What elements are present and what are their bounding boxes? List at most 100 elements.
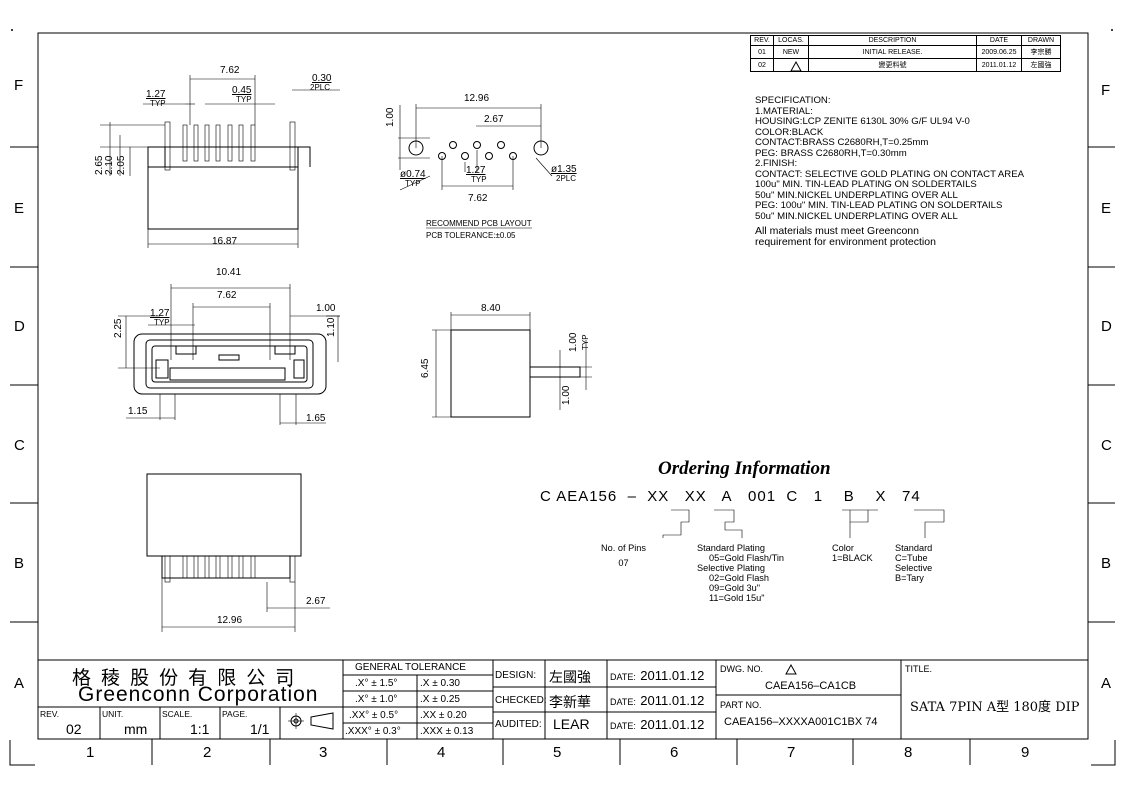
unit-label: UNIT. (102, 709, 124, 719)
standard-line: B=Tary (895, 573, 924, 583)
dim-label: 1.15 (128, 406, 148, 417)
scale-label: SCALE. (162, 709, 193, 719)
zone-row-b-left: B (14, 555, 25, 572)
ordering-pins-value: 07 (618, 558, 629, 568)
design-value: 左國強 (549, 670, 591, 686)
tolerance-angle: .XXX° ± 0.3° (345, 726, 401, 737)
page-value: 1/1 (250, 721, 270, 737)
spec-line: 50u" MIN.NICKEL UNDERPLATING OVER ALL (755, 189, 958, 201)
company-name-cn: 格 稜 股 份 有 限 公 司 (72, 667, 297, 689)
rev-cell (773, 58, 809, 72)
ordering-connectors (662, 509, 945, 538)
rev-header-date: DATE (976, 35, 1022, 46)
rev-cell: 左國強 (1021, 58, 1061, 72)
zone-col-3: 3 (319, 744, 328, 761)
date-value: 2011.01.12 (640, 717, 705, 732)
color-line: 1=BLACK (832, 553, 873, 563)
dim-label: 1.65 (306, 413, 326, 424)
code-seg: XX (647, 488, 670, 505)
front-view (118, 284, 340, 425)
zone-col-9: 9 (1021, 744, 1030, 761)
unit-value: mm (124, 721, 148, 737)
specification-block: SPECIFICATION: 1.MATERIAL: HOUSING:LCP Z… (755, 95, 1024, 248)
date-label: DATE: (610, 721, 636, 731)
pcb-layout (398, 104, 553, 229)
code-seg: 1 (813, 488, 824, 505)
dim-label: 16.87 (212, 236, 238, 247)
zone-row-e-left: E (14, 200, 25, 217)
code-seg: XX (684, 488, 707, 505)
zone-col-4: 4 (437, 744, 446, 761)
audited-value: LEAR (553, 716, 590, 732)
zone-col-5: 5 (553, 744, 562, 761)
spec-line: 1.MATERIAL: (755, 105, 813, 117)
tolerance-linear: .X ± 0.25 (420, 694, 460, 705)
ordering-code: C AEA156 – XX XX A 001 C 1 B X 74 (540, 488, 921, 505)
dim-label: ø0.74 (400, 169, 426, 180)
tolerance-angle: .X° ± 1.0° (355, 694, 398, 705)
dim-label: 1.10 (326, 317, 337, 337)
tolerance-linear: .XX ± 0.20 (420, 710, 467, 721)
tolerance-angle: .XX° ± 0.5° (349, 710, 399, 721)
dim-label: TYP (581, 334, 590, 350)
code-seg: C (786, 488, 799, 505)
zone-col-2: 2 (203, 744, 212, 761)
color-line: Color (832, 543, 854, 553)
date-value: 2011.01.12 (640, 668, 705, 683)
zone-row-c-right: C (1101, 437, 1112, 454)
spec-line: SPECIFICATION: (755, 95, 831, 106)
zone-row-e-right: E (1101, 200, 1112, 217)
rev-header-drawn: DRAWN (1021, 35, 1061, 46)
ordering-plating: Standard Plating 05=Gold Flash/Tin Selec… (697, 543, 784, 603)
dim-label: 8.40 (481, 303, 501, 314)
part-number: CAEA156–XXXXA001C1BX 74 (724, 716, 878, 728)
checked-label: CHECKED: (495, 695, 547, 706)
zone-col-6: 6 (670, 744, 679, 761)
spec-note: All materials must meet Greenconn (755, 225, 919, 237)
standard-line: Selective (895, 563, 933, 573)
dim-label: 1.00 (385, 107, 396, 127)
ordering-standard: Standard C=Tube Selective B=Tary (895, 543, 932, 583)
rev-header-description: DESCRIPTION (808, 35, 977, 46)
dim-label: 2PLC (556, 174, 577, 183)
spec-line: 100u" MIN. TIN-LEAD PLATING ON SOLDERTAI… (755, 179, 977, 190)
rev-cell: 2011.01.12 (976, 58, 1022, 72)
design-label: DESIGN: (495, 670, 537, 681)
scale-value: 1:1 (190, 721, 210, 737)
zone-row-d-left: D (14, 318, 25, 335)
dim-label: 2.25 (113, 318, 124, 338)
plating-line: Standard Plating (697, 543, 765, 553)
revision-table: REV. LOCAS. DESCRIPTION DATE DRAWN 01 NE… (750, 35, 1061, 72)
part-label: PART NO. (720, 700, 762, 710)
standard-line: C=Tube (895, 553, 928, 563)
rev-cell: 02 (750, 58, 774, 72)
spec-line: CONTACT:BRASS C2680RH,T=0.25mm (755, 137, 929, 148)
dim-label: TYP (471, 175, 487, 184)
standard-line: Standard (895, 543, 933, 553)
dim-label: 2PLC (310, 83, 331, 92)
bottom-view (146, 473, 330, 632)
rev-cell: 變更料號 (808, 58, 977, 72)
code-seg: 001 (748, 488, 777, 505)
side-view-top (100, 75, 340, 248)
dim-label: 2.67 (484, 114, 504, 125)
dim-label: 2.67 (306, 596, 326, 607)
dim-label: 0.45 (232, 85, 252, 96)
ordering-pins: No. of Pins 07 (601, 543, 646, 568)
rev-cell: 2009.06.25 (976, 45, 1022, 59)
dim-label: 2.10 (104, 155, 115, 175)
dim-label: 7.62 (220, 65, 240, 76)
code-seg: 74 (902, 488, 921, 505)
company-name-en: Greenconn Corporation (78, 683, 319, 706)
code-seg: A (721, 488, 733, 505)
zone-row-b-right: B (1101, 555, 1112, 572)
spec-note: requirement for environment protection (755, 235, 936, 248)
code-seg: B (843, 488, 855, 505)
date-label: DATE: (610, 697, 636, 707)
pcb-note: PCB TOLERANCE:±0.05 (426, 231, 516, 240)
dim-label: 7.62 (217, 290, 237, 301)
spec-line: PEG: BRASS C2680RH,T=0.30mm (755, 147, 907, 159)
plating-line: Selective Plating (697, 563, 765, 573)
page-label: PAGE. (222, 709, 248, 719)
